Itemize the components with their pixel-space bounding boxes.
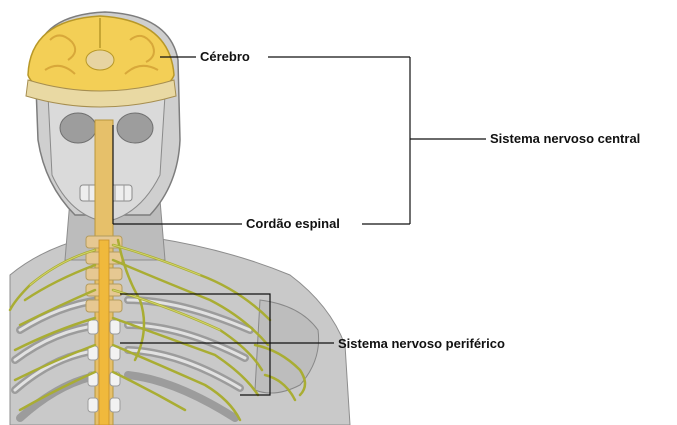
label-brain: Cérebro <box>200 49 250 64</box>
right-eye-socket <box>117 113 153 143</box>
brain-ventricle <box>86 50 114 70</box>
label-spinal-cord: Cordão espinal <box>246 216 340 231</box>
label-central-nervous-system: Sistema nervoso central <box>490 131 640 146</box>
label-peripheral-nervous-system: Sistema nervoso periférico <box>338 336 505 351</box>
left-eye-socket <box>60 113 96 143</box>
